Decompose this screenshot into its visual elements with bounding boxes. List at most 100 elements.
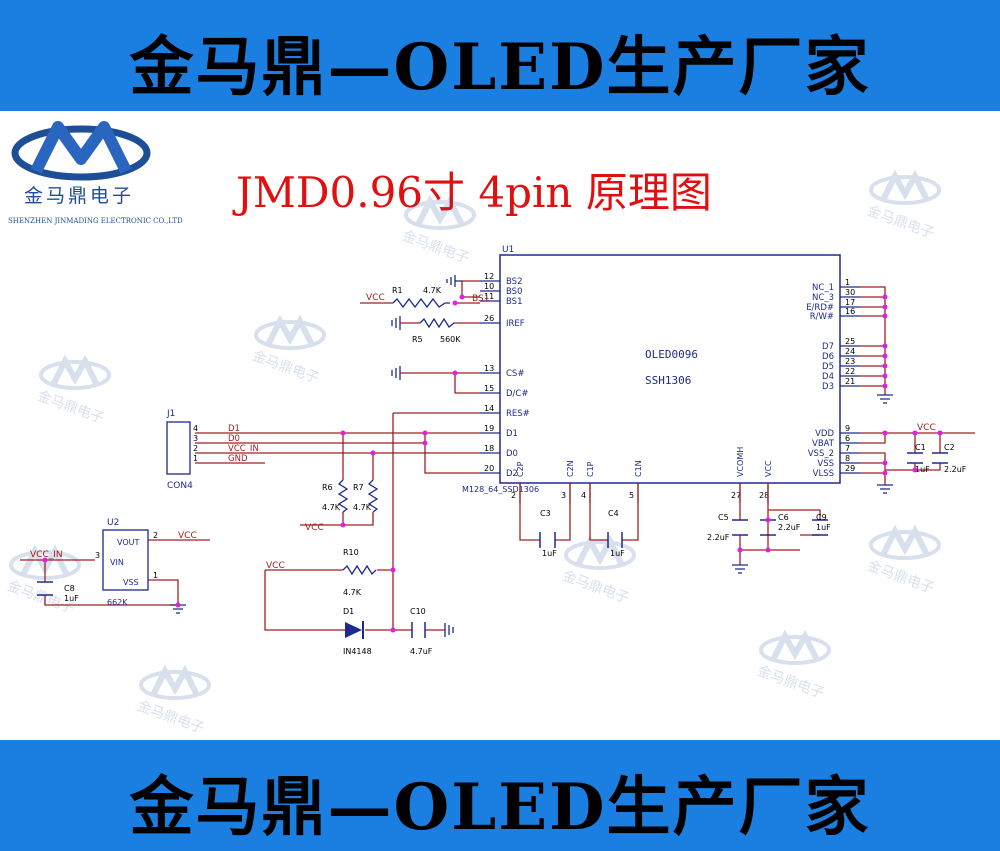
r6-ref: R6: [322, 483, 333, 492]
u1-pin-number: 6: [845, 434, 850, 443]
u1-pin-name: VLSS: [813, 469, 834, 479]
svg-text:金马鼎电子: 金马鼎电子: [35, 388, 106, 427]
u1-label2: SSH1306: [645, 374, 691, 387]
watermarks: 金马鼎电子 金马鼎电子 金马鼎电子 金马鼎电子 金马鼎电子 金马鼎电子: [5, 169, 941, 737]
c3-ref: C3: [540, 509, 551, 518]
ground-icon: [877, 484, 893, 494]
u1-label1: OLED0096: [645, 348, 698, 361]
u1-pin-name: C2N: [566, 460, 575, 477]
capacitor-c9: [812, 519, 828, 536]
u1-pin-name: NC_1: [812, 283, 834, 293]
u2-pin3: 3: [95, 551, 100, 560]
net-label-vcc: VCC: [917, 423, 936, 433]
u1-pin-number: 27: [731, 491, 741, 500]
capacitor-c2: [932, 452, 948, 464]
u1-pin-number: 20: [484, 464, 494, 473]
u1-pin-number: 18: [484, 444, 494, 453]
u1-pin-number: 26: [484, 314, 494, 323]
svg-text:金马鼎电子: 金马鼎电子: [755, 663, 826, 702]
u1-pin-name: VSS: [817, 459, 834, 469]
u1-pin-number: 5: [629, 491, 634, 500]
u1-pin-number: 3: [561, 491, 566, 500]
u1-pin-name: D0: [506, 449, 518, 459]
r1-ref: R1: [392, 286, 403, 295]
u1-pin-name: BS0: [506, 287, 523, 297]
j1-part: CON4: [167, 481, 193, 491]
u1-pin-number: 16: [845, 307, 855, 316]
net-label-vcc: VCC: [178, 531, 197, 541]
r10-value: 4.7K: [343, 588, 362, 597]
c2-value: 2.2uF: [944, 465, 967, 474]
c8-value: 1uF: [64, 594, 79, 603]
svg-text:金马鼎电子: 金马鼎电子: [865, 558, 936, 597]
u1-pin-number: 1: [845, 278, 850, 287]
ground-symbols: [170, 275, 893, 637]
c10-value: 4.7uF: [410, 647, 433, 656]
u1-pin-name: D6: [822, 352, 834, 362]
net-label-vcc: VCC: [305, 523, 324, 533]
capacitor-c5: [732, 519, 748, 536]
top-banner: 金马鼎—OLED生产厂家: [0, 0, 1000, 111]
j1-net-label: VCC_IN: [228, 444, 259, 454]
u1-pin-number: 2: [511, 491, 516, 500]
u2-part: 662K: [107, 598, 128, 607]
capacitor-c10: [411, 622, 426, 638]
capacitor-c4: [607, 532, 623, 548]
u1-pin-number: 14: [484, 404, 494, 413]
u1-pin-name: R/W#: [810, 312, 834, 322]
u1-pin-number: 12: [484, 272, 494, 281]
watermark: 金马鼎电子: [135, 664, 211, 737]
u1-pin-number: 23: [845, 357, 855, 366]
company-logo: 金马鼎电子 SHENZHEN JINMADING ELECTRONIC CO.,…: [6, 119, 183, 234]
logo-en-text: SHENZHEN JINMADING ELECTRONIC CO.,LTD: [8, 217, 183, 225]
svg-text:金马鼎电子: 金马鼎电子: [400, 228, 471, 267]
r7-ref: R7: [353, 483, 364, 492]
c5-value: 2.2uF: [707, 533, 730, 542]
u2-vout: VOUT: [117, 538, 139, 547]
svg-text:金马鼎电子: 金马鼎电子: [560, 568, 631, 607]
u1-pin-name: CS#: [506, 369, 524, 379]
u1-pin-number: 9: [845, 424, 850, 433]
u1-pin-number: 28: [759, 491, 769, 500]
r5-value: 560K: [440, 335, 461, 344]
u1-pin-number: 29: [845, 464, 855, 473]
j1-net-label: D0: [228, 434, 240, 444]
u1-pin-name: VCOMH: [736, 447, 745, 477]
watermark: 金马鼎电子: [865, 524, 941, 597]
u1-pin-name: BS2: [506, 277, 523, 287]
u1-pin-number: 30: [845, 288, 855, 297]
u1-pin-number: 11: [484, 292, 494, 301]
capacitor-c1: [907, 452, 923, 464]
u1-ref: U1: [502, 245, 514, 255]
ground-icon: [732, 564, 748, 574]
top-banner-text: 金马鼎—OLED生产厂家: [129, 30, 871, 105]
u1-pin-name: VDD: [815, 429, 834, 439]
c10-ref: C10: [410, 607, 426, 616]
diode-d1: [345, 621, 364, 639]
u1-pin-number: 24: [845, 347, 855, 356]
d1-value: IN4148: [343, 647, 372, 656]
ground-icon: [391, 316, 401, 330]
bottom-banner: 金马鼎—OLED生产厂家: [0, 740, 1000, 851]
u1-pin-name: VBAT: [812, 439, 835, 449]
u1-pin-name: VSS_2: [808, 449, 834, 459]
u1-pin-name: D7: [822, 342, 834, 352]
diagram-title: JMD0.96寸 4pin 原理图: [236, 168, 712, 217]
c6-ref: C6: [778, 513, 789, 522]
net-label-vcc: VCC: [266, 561, 285, 571]
net-label-bs1: BS1: [472, 294, 489, 304]
u2-pin2: 2: [153, 531, 158, 540]
net-label-vcc: VCC: [366, 293, 385, 303]
watermark: 金马鼎电子: [400, 194, 476, 267]
u1-pin-name: D4: [822, 372, 834, 382]
capacitor-c8: [37, 581, 53, 596]
j1-pin-number: 3: [193, 434, 198, 443]
ground-icon: [446, 275, 462, 287]
logo-cn-text: 金马鼎电子: [24, 185, 135, 207]
c8-ref: C8: [64, 584, 75, 593]
u1-pin-number: 15: [484, 384, 494, 393]
u1-pin-number: 21: [845, 377, 855, 386]
u1-pin-name: C1P: [586, 461, 595, 477]
